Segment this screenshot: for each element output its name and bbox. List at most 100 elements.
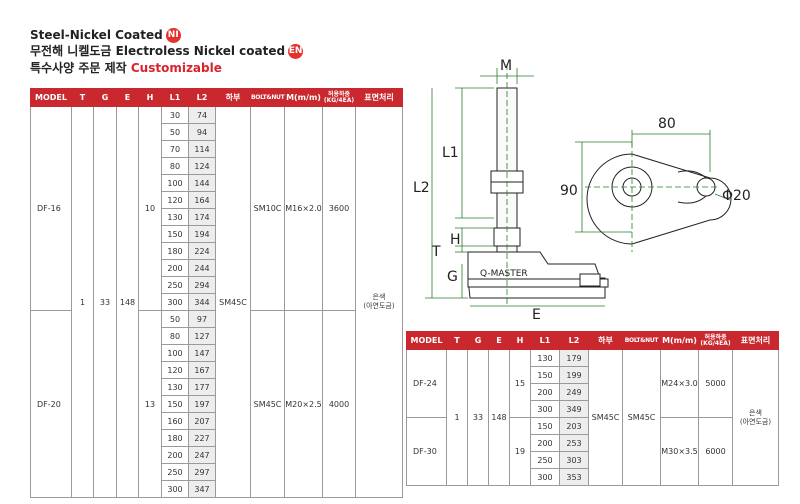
header-load: 허용하중(KG/4EA) bbox=[698, 331, 733, 350]
cell-load: 3600 bbox=[322, 106, 356, 311]
cell-l1: 250 bbox=[161, 276, 189, 294]
header-l2: L2 bbox=[559, 331, 589, 350]
cell-l2: 197 bbox=[188, 395, 216, 413]
base-brand-text: Q-MASTER bbox=[480, 269, 528, 279]
spec-table-df16-df20: MODEL T G E H L1 L2 하부 BOLT&NUT M(m/m) 허… bbox=[30, 88, 403, 498]
header-g: G bbox=[93, 88, 117, 107]
cell-l2: 247 bbox=[188, 446, 216, 464]
cell-l1: 200 bbox=[161, 259, 189, 277]
cell-l2: 303 bbox=[559, 451, 589, 469]
cell-l2: 344 bbox=[188, 293, 216, 311]
cell-l2: 349 bbox=[559, 400, 589, 418]
cell-l1: 150 bbox=[530, 366, 560, 384]
cell-bolt-nut: SM10C bbox=[250, 106, 285, 311]
header-m: M(m/m) bbox=[284, 88, 323, 107]
cell-load: 6000 bbox=[698, 417, 733, 486]
label-g: G bbox=[447, 269, 458, 285]
cell-load: 4000 bbox=[322, 310, 356, 498]
cell-l1: 50 bbox=[161, 310, 189, 328]
cell-e: 148 bbox=[116, 106, 139, 498]
cell-l1: 130 bbox=[530, 349, 560, 367]
en-badge: EN bbox=[288, 44, 304, 59]
header-h: H bbox=[509, 331, 531, 350]
cell-l1: 80 bbox=[161, 327, 189, 345]
cell-l2: 353 bbox=[559, 468, 589, 486]
header-e: E bbox=[116, 88, 139, 107]
label-l1: L1 bbox=[442, 145, 459, 161]
cell-l1: 200 bbox=[530, 383, 560, 401]
title-customizable: Customizable bbox=[130, 61, 222, 75]
cell-model: DF-24 bbox=[406, 349, 447, 418]
header-base: 하부 bbox=[215, 88, 251, 107]
cell-l2: 177 bbox=[188, 378, 216, 396]
cell-l2: 97 bbox=[188, 310, 216, 328]
header-bolt-nut: BOLT&NUT bbox=[622, 331, 661, 350]
cell-m: M20×2.5 bbox=[284, 310, 323, 498]
cell-t: 1 bbox=[71, 106, 94, 498]
label-m: M bbox=[500, 58, 512, 74]
cell-l2: 147 bbox=[188, 344, 216, 362]
cell-l1: 150 bbox=[161, 225, 189, 243]
cell-l2: 127 bbox=[188, 327, 216, 345]
ni-badge: NI bbox=[165, 28, 181, 43]
cell-l1: 150 bbox=[530, 417, 560, 435]
header-l2: L2 bbox=[188, 88, 216, 107]
label-l2: L2 bbox=[413, 180, 430, 196]
cell-t: 1 bbox=[446, 349, 468, 486]
header-surface: 표면처리 bbox=[355, 88, 403, 107]
cell-l2: 74 bbox=[188, 106, 216, 124]
cell-l1: 250 bbox=[161, 463, 189, 481]
cell-l2: 114 bbox=[188, 140, 216, 158]
cell-l2: 199 bbox=[559, 366, 589, 384]
dim-width-80: 80 bbox=[658, 116, 676, 132]
cell-l1: 180 bbox=[161, 429, 189, 447]
header-e: E bbox=[488, 331, 510, 350]
cell-model: DF-20 bbox=[30, 310, 72, 498]
cell-l2: 249 bbox=[559, 383, 589, 401]
cell-l1: 200 bbox=[161, 446, 189, 464]
label-h: H bbox=[450, 232, 461, 248]
cell-h: 10 bbox=[138, 106, 162, 311]
dim-hole-20: Φ20 bbox=[722, 188, 751, 204]
cell-bolt-nut: SM45C bbox=[622, 349, 661, 486]
cell-h: 19 bbox=[509, 417, 531, 486]
cell-l1: 120 bbox=[161, 191, 189, 209]
cell-model: DF-16 bbox=[30, 106, 72, 311]
cell-m: M16×2.0 bbox=[284, 106, 323, 311]
cell-base: SM45C bbox=[588, 349, 623, 486]
header-line-3: 특수사양 주문 제작 Customizable bbox=[30, 61, 222, 76]
cell-l1: 130 bbox=[161, 378, 189, 396]
header-t: T bbox=[446, 331, 468, 350]
cell-l2: 347 bbox=[188, 480, 216, 498]
cell-h: 13 bbox=[138, 310, 162, 498]
cell-l1: 150 bbox=[161, 395, 189, 413]
cell-l2: 244 bbox=[188, 259, 216, 277]
title-steel-nickel: Steel-Nickel Coated bbox=[30, 28, 163, 42]
cell-l1: 130 bbox=[161, 208, 189, 226]
cell-m: M24×3.0 bbox=[660, 349, 699, 418]
cell-l1: 120 bbox=[161, 361, 189, 379]
cell-l1: 300 bbox=[161, 480, 189, 498]
cell-l1: 200 bbox=[530, 434, 560, 452]
header-model: MODEL bbox=[30, 88, 72, 107]
cell-l2: 179 bbox=[559, 349, 589, 367]
cell-l1: 300 bbox=[530, 400, 560, 418]
header-model: MODEL bbox=[406, 331, 447, 350]
header-l1: L1 bbox=[530, 331, 560, 350]
header-g: G bbox=[467, 331, 489, 350]
cell-l2: 124 bbox=[188, 157, 216, 175]
header-l1: L1 bbox=[161, 88, 189, 107]
cell-g: 33 bbox=[467, 349, 489, 486]
cell-l2: 167 bbox=[188, 361, 216, 379]
header-m: M(m/m) bbox=[660, 331, 699, 350]
cell-l1: 250 bbox=[530, 451, 560, 469]
